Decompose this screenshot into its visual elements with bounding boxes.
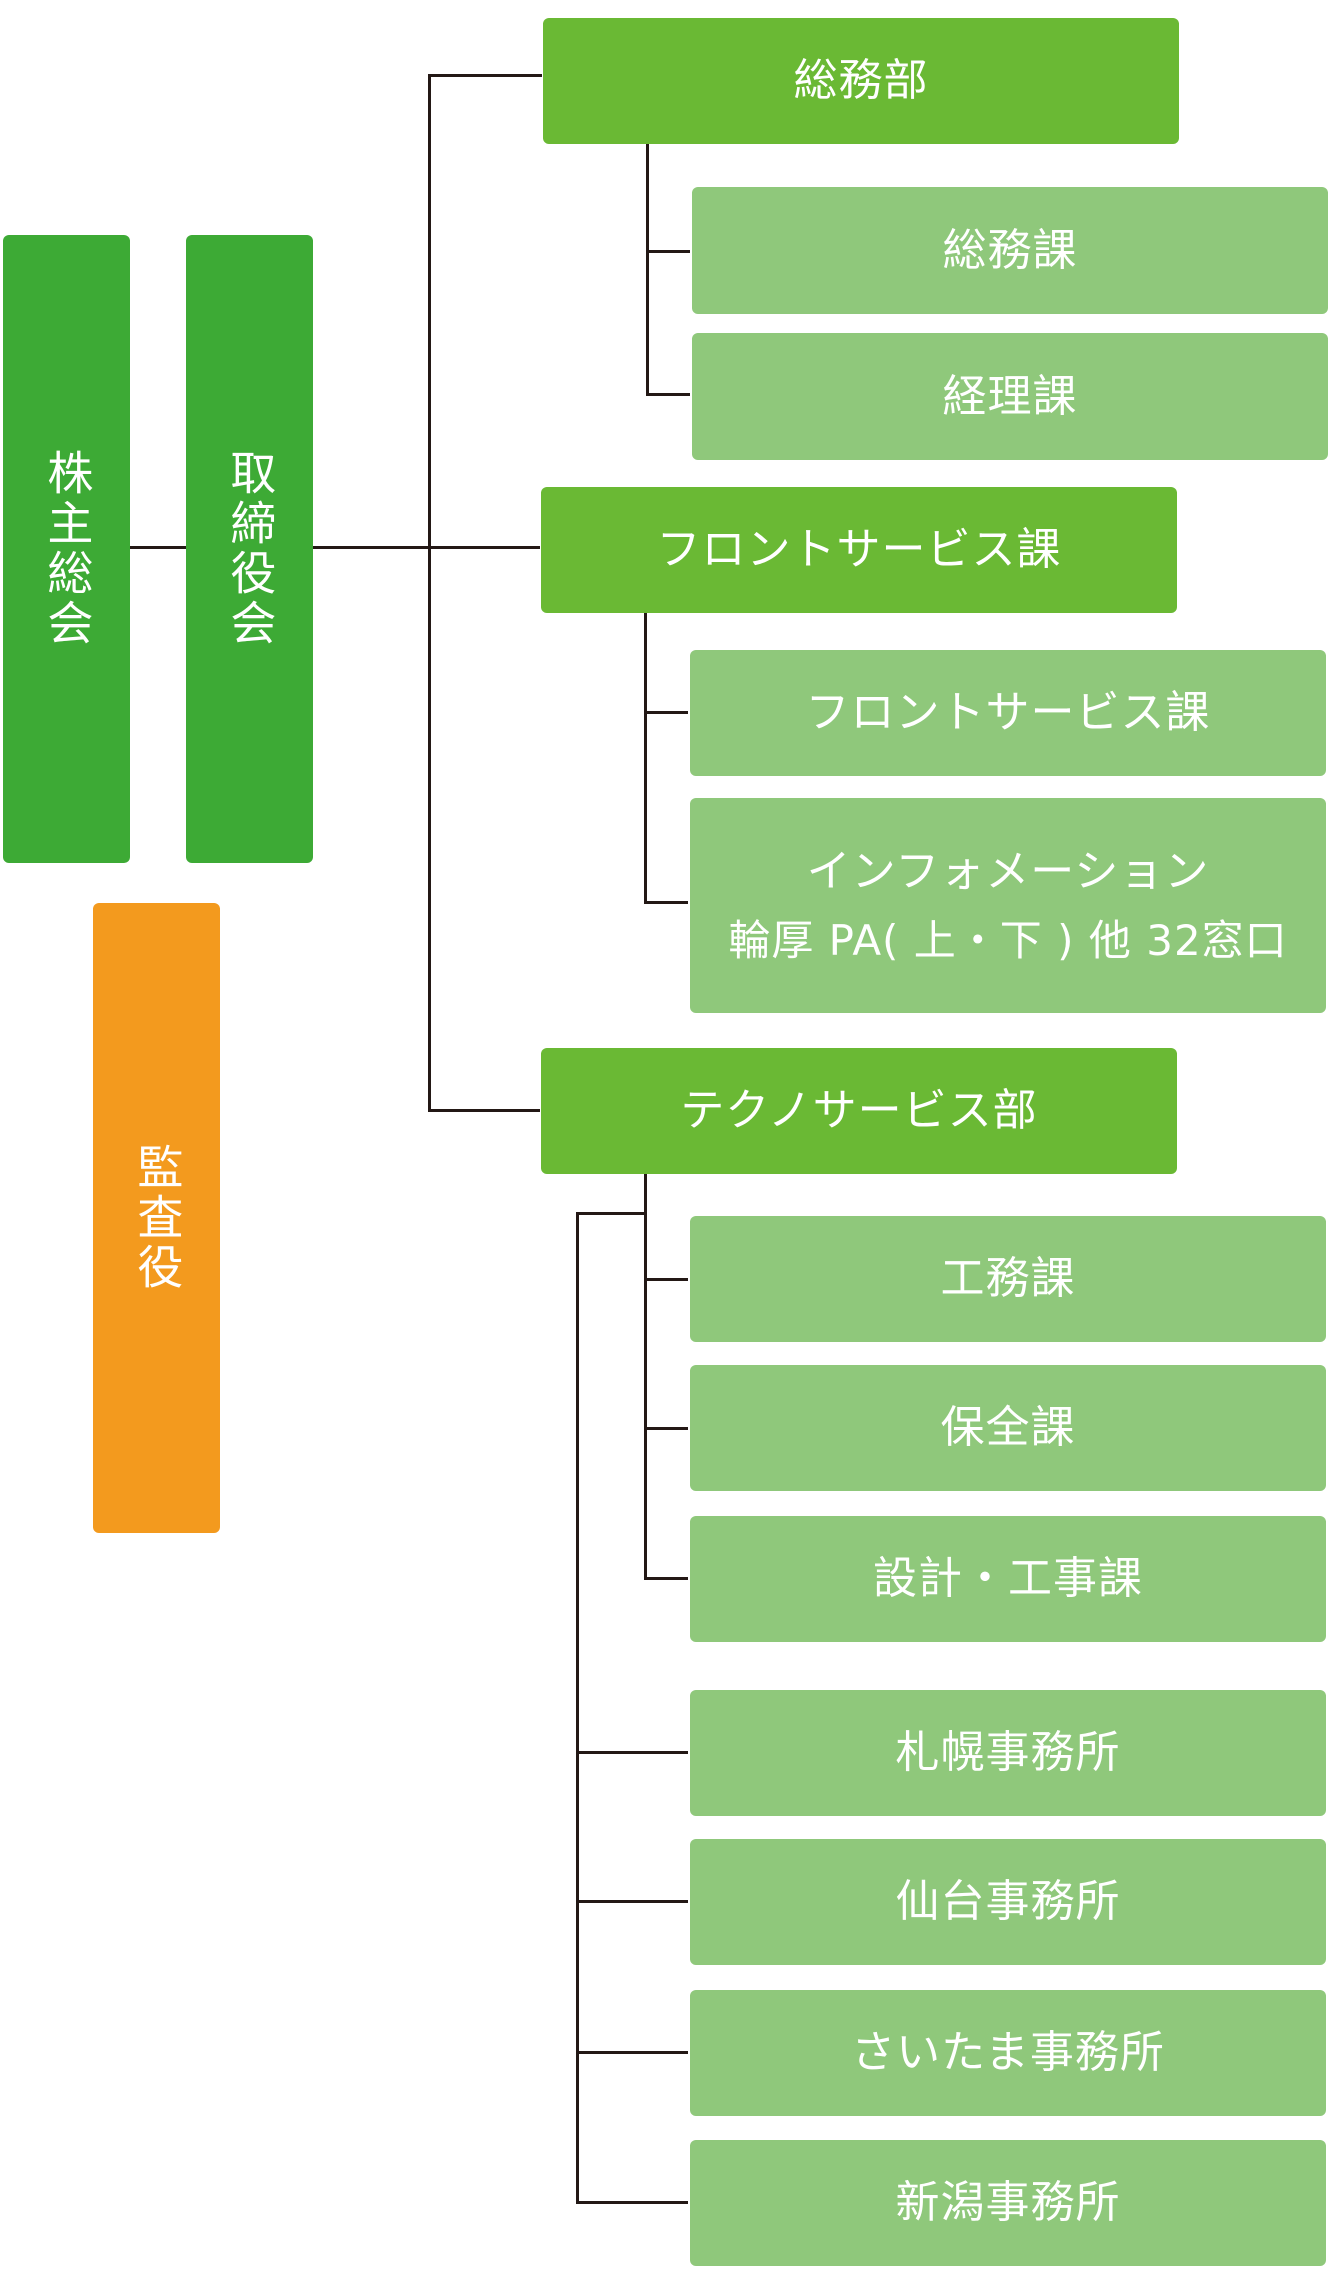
office-label: さいたま事務所 bbox=[851, 2027, 1165, 2079]
offices-bracket-top bbox=[576, 1212, 646, 1215]
section-label: 工務課 bbox=[940, 1253, 1076, 1305]
section-box: フロントサービス課 bbox=[690, 650, 1326, 776]
connector-trunk-dept1 bbox=[428, 74, 542, 77]
section-box: 総務課 bbox=[692, 187, 1328, 314]
shareholders-meeting-label: 株主総会 bbox=[40, 449, 95, 649]
auditor-box: 監査役 bbox=[93, 903, 220, 1533]
dept3-branch-3 bbox=[644, 1577, 688, 1580]
office-label: 仙台事務所 bbox=[895, 1876, 1121, 1928]
section-label-line2: 輪厚 PA( 上・下 ) 他 32窓口 bbox=[728, 915, 1288, 965]
office-label: 新潟事務所 bbox=[895, 2177, 1121, 2229]
section-label: 総務課 bbox=[942, 224, 1078, 276]
dept3-branch-vertical bbox=[644, 1172, 647, 1580]
office-branch-4 bbox=[576, 2201, 688, 2204]
office-box: さいたま事務所 bbox=[690, 1990, 1326, 2116]
office-box: 札幌事務所 bbox=[690, 1690, 1326, 1816]
office-branch-3 bbox=[576, 2051, 688, 2054]
dept2-branch-2 bbox=[644, 901, 688, 904]
dept1-branch-2 bbox=[646, 393, 690, 396]
department-label: 総務部 bbox=[793, 55, 929, 107]
dept2-branch-1 bbox=[644, 711, 688, 714]
section-box-information: インフォメーション 輪厚 PA( 上・下 ) 他 32窓口 bbox=[690, 798, 1326, 1013]
office-box: 新潟事務所 bbox=[690, 2140, 1326, 2266]
section-label-line1: インフォメーション bbox=[806, 845, 1210, 897]
section-box: 経理課 bbox=[692, 333, 1328, 460]
office-branch-2 bbox=[576, 1900, 688, 1903]
connector-board-trunk bbox=[312, 546, 430, 549]
dept3-branch-1 bbox=[644, 1278, 688, 1281]
section-label: 保全課 bbox=[940, 1402, 1076, 1454]
dept2-branch-vertical bbox=[644, 610, 647, 904]
office-box: 仙台事務所 bbox=[690, 1839, 1326, 1965]
dept1-branch-1 bbox=[646, 250, 690, 253]
section-box: 保全課 bbox=[690, 1365, 1326, 1491]
dept3-branch-2 bbox=[644, 1427, 688, 1430]
office-branch-1 bbox=[576, 1751, 688, 1754]
board-of-directors-box: 取締役会 bbox=[186, 235, 313, 863]
auditor-label: 監査役 bbox=[130, 1143, 185, 1293]
connector-trunk-dept2 bbox=[428, 546, 540, 549]
shareholders-meeting-box: 株主総会 bbox=[3, 235, 130, 863]
connector-shareholders-board bbox=[129, 546, 187, 549]
department-label: フロントサービス課 bbox=[656, 524, 1062, 576]
section-label: 経理課 bbox=[942, 370, 1078, 422]
department-box-front-service: フロントサービス課 bbox=[541, 487, 1177, 613]
section-box: 工務課 bbox=[690, 1216, 1326, 1342]
department-box-techno-service: テクノサービス部 bbox=[541, 1048, 1177, 1174]
section-label: 設計・工事課 bbox=[873, 1553, 1143, 1605]
connector-trunk-dept3 bbox=[428, 1109, 540, 1112]
offices-vertical bbox=[576, 1212, 579, 2204]
trunk-vertical bbox=[428, 74, 431, 1111]
department-box-general-affairs: 総務部 bbox=[543, 18, 1179, 144]
section-label: フロントサービス課 bbox=[805, 687, 1211, 739]
board-of-directors-label: 取締役会 bbox=[223, 449, 278, 649]
office-label: 札幌事務所 bbox=[895, 1727, 1121, 1779]
section-box: 設計・工事課 bbox=[690, 1516, 1326, 1642]
dept1-branch-vertical bbox=[646, 142, 649, 396]
department-label: テクノサービス部 bbox=[680, 1085, 1038, 1137]
